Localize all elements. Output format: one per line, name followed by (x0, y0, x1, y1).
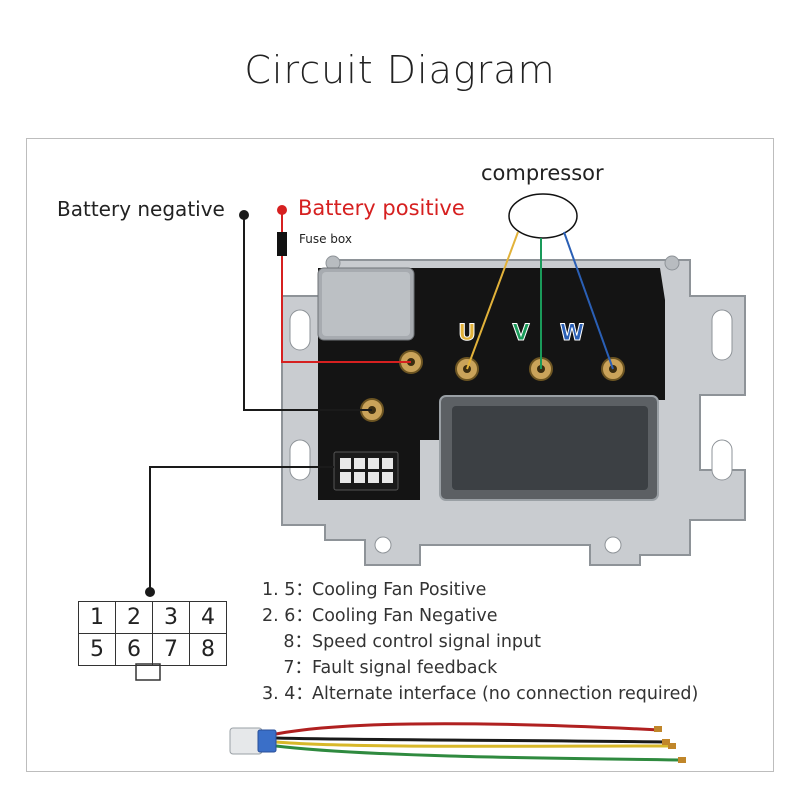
connector-pin-grid: 1 2 3 4 5 6 7 8 (78, 601, 227, 666)
wire-harness (229, 722, 686, 763)
fuse-box-label: Fuse box (299, 232, 352, 246)
legend-pins: 8： (283, 632, 312, 652)
display-window (439, 395, 659, 501)
signal-connector-line (145, 466, 334, 597)
compressor-label: compressor (481, 161, 604, 185)
legend-desc: Cooling Fan Negative (312, 606, 498, 626)
pin-2: 2 (115, 601, 153, 634)
phase-label-u: U (458, 321, 476, 346)
legend-desc: Speed control signal input (312, 632, 541, 652)
battery-negative-wire (239, 210, 372, 411)
pin-5: 5 (78, 633, 116, 666)
page-title: Circuit Diagram (244, 48, 556, 92)
pin-8: 8 (189, 633, 227, 666)
battery-positive-label: Battery positive (298, 196, 465, 220)
legend-item: 1. 5：Cooling Fan Positive (262, 577, 698, 603)
pin-3: 3 (152, 601, 190, 634)
pin-1: 1 (78, 601, 116, 634)
pin-4: 4 (189, 601, 227, 634)
legend-pins: 2. 6： (262, 606, 313, 626)
legend-pins: 3. 4： (262, 684, 313, 704)
pin-legend: 1. 5：Cooling Fan Positive 2. 6：Cooling F… (262, 577, 698, 707)
legend-desc: Alternate interface (no connection requi… (312, 684, 699, 704)
pin-7: 7 (152, 633, 190, 666)
connector-latch (135, 663, 161, 681)
legend-desc: Fault signal feedback (312, 658, 498, 678)
legend-item: 8：Speed control signal input (262, 629, 698, 655)
legend-desc: Cooling Fan Positive (312, 580, 487, 600)
legend-item: 3. 4：Alternate interface (no connection … (262, 681, 698, 707)
fuse-box-icon (277, 232, 287, 256)
phase-label-v: V (512, 321, 529, 346)
battery-negative-label: Battery negative (57, 197, 225, 221)
phase-label-w: W (560, 321, 584, 346)
controller-top-housing (317, 267, 665, 500)
u-wire (466, 231, 519, 370)
legend-item: 7：Fault signal feedback (262, 655, 698, 681)
legend-pins: 7： (283, 658, 312, 678)
pin-6: 6 (115, 633, 153, 666)
w-wire (563, 231, 614, 370)
device-signal-connector (333, 451, 399, 491)
legend-item: 2. 6：Cooling Fan Negative (262, 603, 698, 629)
compressor-symbol (508, 193, 578, 239)
battery-positive-wire (277, 205, 411, 363)
legend-pins: 1. 5： (262, 580, 313, 600)
diagram-frame (26, 138, 774, 772)
